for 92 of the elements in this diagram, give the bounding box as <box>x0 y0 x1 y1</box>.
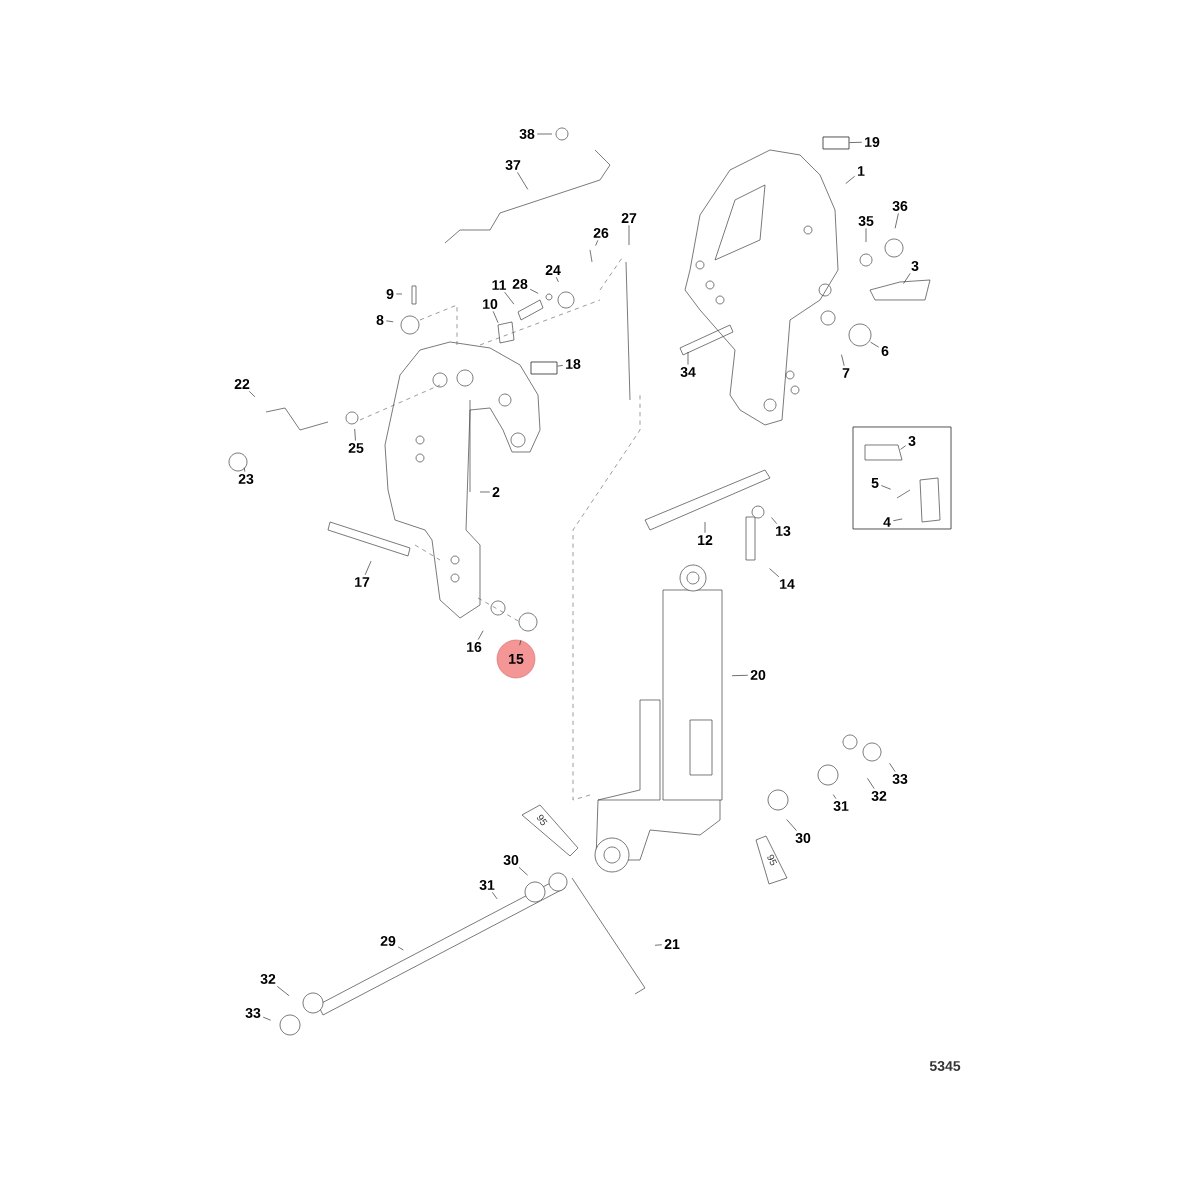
callout-number: 34 <box>680 367 696 377</box>
callout-number: 36 <box>892 201 908 211</box>
leader-line <box>395 293 403 295</box>
leader-line <box>518 867 528 876</box>
callout-number: 6 <box>881 346 889 356</box>
callout-number: 3 <box>911 261 919 271</box>
callout-number: 7 <box>842 368 850 378</box>
leader-line <box>771 517 778 524</box>
leader-line <box>517 172 529 190</box>
callout-number: 25 <box>348 443 364 453</box>
leader-line <box>628 224 630 246</box>
callout-number: 31 <box>833 801 849 811</box>
callout-number: 11 <box>492 280 507 290</box>
callout-number: 4 <box>883 517 891 527</box>
tube-label: 95 <box>537 814 548 826</box>
callout-number: 13 <box>776 526 791 536</box>
leader-line <box>492 311 499 324</box>
callout-number: 17 <box>355 577 370 587</box>
leader-line <box>555 276 559 283</box>
leader-line <box>786 819 797 831</box>
callout-number: 28 <box>512 279 528 289</box>
callout-number: 27 <box>621 213 637 223</box>
leader-line <box>731 674 749 677</box>
callout-number: 24 <box>545 265 561 275</box>
callout-number: 14 <box>780 579 795 589</box>
callout-number: 18 <box>566 359 581 369</box>
callout-number: 30 <box>503 855 519 865</box>
leader-line <box>262 1016 272 1021</box>
callout-number: 26 <box>593 228 609 238</box>
leader-line <box>880 485 892 490</box>
callout-number: 10 <box>483 299 498 309</box>
leader-line <box>889 762 896 772</box>
callout-number: 5 <box>871 478 879 488</box>
leader-line <box>385 320 394 323</box>
leader-line <box>892 518 903 522</box>
leader-line <box>557 365 564 367</box>
leader-line <box>519 640 522 646</box>
leader-line <box>894 213 899 229</box>
callout-number: 31 <box>479 880 495 890</box>
callout-number: 33 <box>892 774 908 784</box>
callout-number: 30 <box>795 833 811 843</box>
leader-line <box>536 133 553 135</box>
leader-line <box>364 560 372 576</box>
callout-number: 38 <box>519 129 535 139</box>
leader-line <box>900 445 907 450</box>
callout-number: 1 <box>858 166 865 176</box>
callout-number: 32 <box>871 791 887 801</box>
callout-number: 29 <box>380 936 396 946</box>
leader-line <box>248 390 256 398</box>
leader-line <box>845 175 856 184</box>
callout-number: 37 <box>505 160 521 170</box>
leader-line <box>595 240 599 246</box>
callout-number: 23 <box>238 474 254 484</box>
leader-line <box>687 351 689 365</box>
callout-number: 8 <box>376 315 384 325</box>
leader-line <box>529 288 539 294</box>
callout-number: 19 <box>865 137 880 147</box>
callout-number: 20 <box>750 670 766 680</box>
callout-number: 22 <box>234 379 250 389</box>
leader-line <box>654 944 663 946</box>
tube-label: 95 <box>767 854 778 866</box>
callout-number: 35 <box>858 216 874 226</box>
callout-number: 9 <box>386 289 394 299</box>
leader-line <box>704 521 706 534</box>
leader-line <box>276 986 290 997</box>
leader-line <box>870 341 880 348</box>
leader-line <box>849 141 863 143</box>
leader-line <box>243 467 246 472</box>
leader-line <box>354 428 356 441</box>
leader-line <box>479 491 491 493</box>
figure-number: 5345 <box>929 1061 961 1071</box>
highlighted-callout: 15 <box>496 639 536 679</box>
leader-line <box>769 568 780 578</box>
callout-number: 3 <box>908 436 916 446</box>
leader-line <box>865 228 867 243</box>
symbol-box <box>530 361 558 375</box>
leader-line <box>841 354 845 367</box>
callout-number: 12 <box>698 535 713 545</box>
callout-number: 32 <box>260 974 276 984</box>
symbol-box <box>822 136 850 150</box>
leader-line <box>832 794 837 799</box>
callout-number: 16 <box>467 642 482 652</box>
callout-number: 2 <box>492 487 500 497</box>
callout-number: 21 <box>664 939 680 949</box>
leader-line <box>903 273 911 284</box>
leader-line <box>504 291 515 305</box>
leader-line <box>477 630 484 640</box>
leader-line <box>867 778 875 789</box>
inset-frame <box>852 426 952 530</box>
leader-line <box>397 946 404 951</box>
leader-line <box>492 892 498 900</box>
callout-number: 33 <box>245 1008 261 1018</box>
